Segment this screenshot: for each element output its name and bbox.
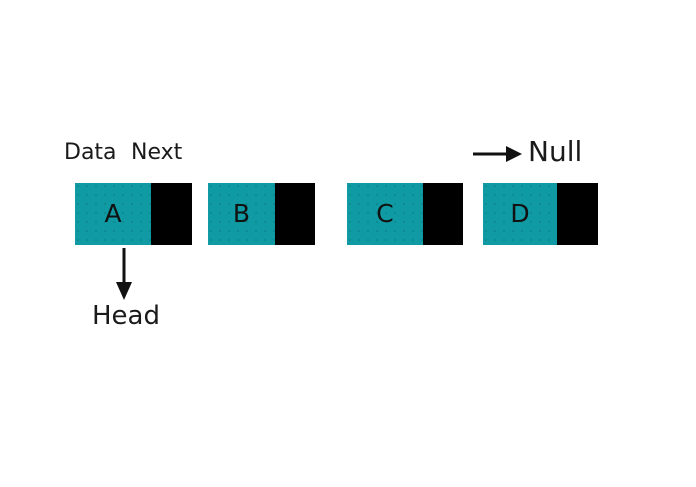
data-field-label: Data [64, 140, 117, 165]
list-node-c-data-cell: C [347, 183, 423, 245]
list-node-c: C [347, 183, 463, 245]
list-node-a-value: A [104, 198, 122, 228]
list-node-c-next-cell [423, 183, 463, 245]
list-node-d: D [483, 183, 598, 245]
list-node-c-value: C [376, 198, 394, 228]
list-node-a: A [75, 183, 192, 245]
arrow-right-icon [473, 146, 522, 162]
list-node-b-value: B [232, 198, 251, 228]
list-node-a-data-cell: A [75, 183, 151, 245]
list-node-a-next-cell [151, 183, 192, 245]
list-node-d-data-cell: D [483, 183, 557, 245]
list-node-b-data-cell: B [208, 183, 275, 245]
next-field-label: Next [131, 140, 183, 165]
list-node-b-next-cell [275, 183, 315, 245]
head-label: Head [92, 301, 160, 331]
list-node-d-value: D [510, 198, 530, 228]
arrow-down-icon [116, 248, 132, 300]
null-label: Null [528, 135, 583, 168]
list-node-d-next-cell [557, 183, 598, 245]
list-node-b: B [208, 183, 315, 245]
